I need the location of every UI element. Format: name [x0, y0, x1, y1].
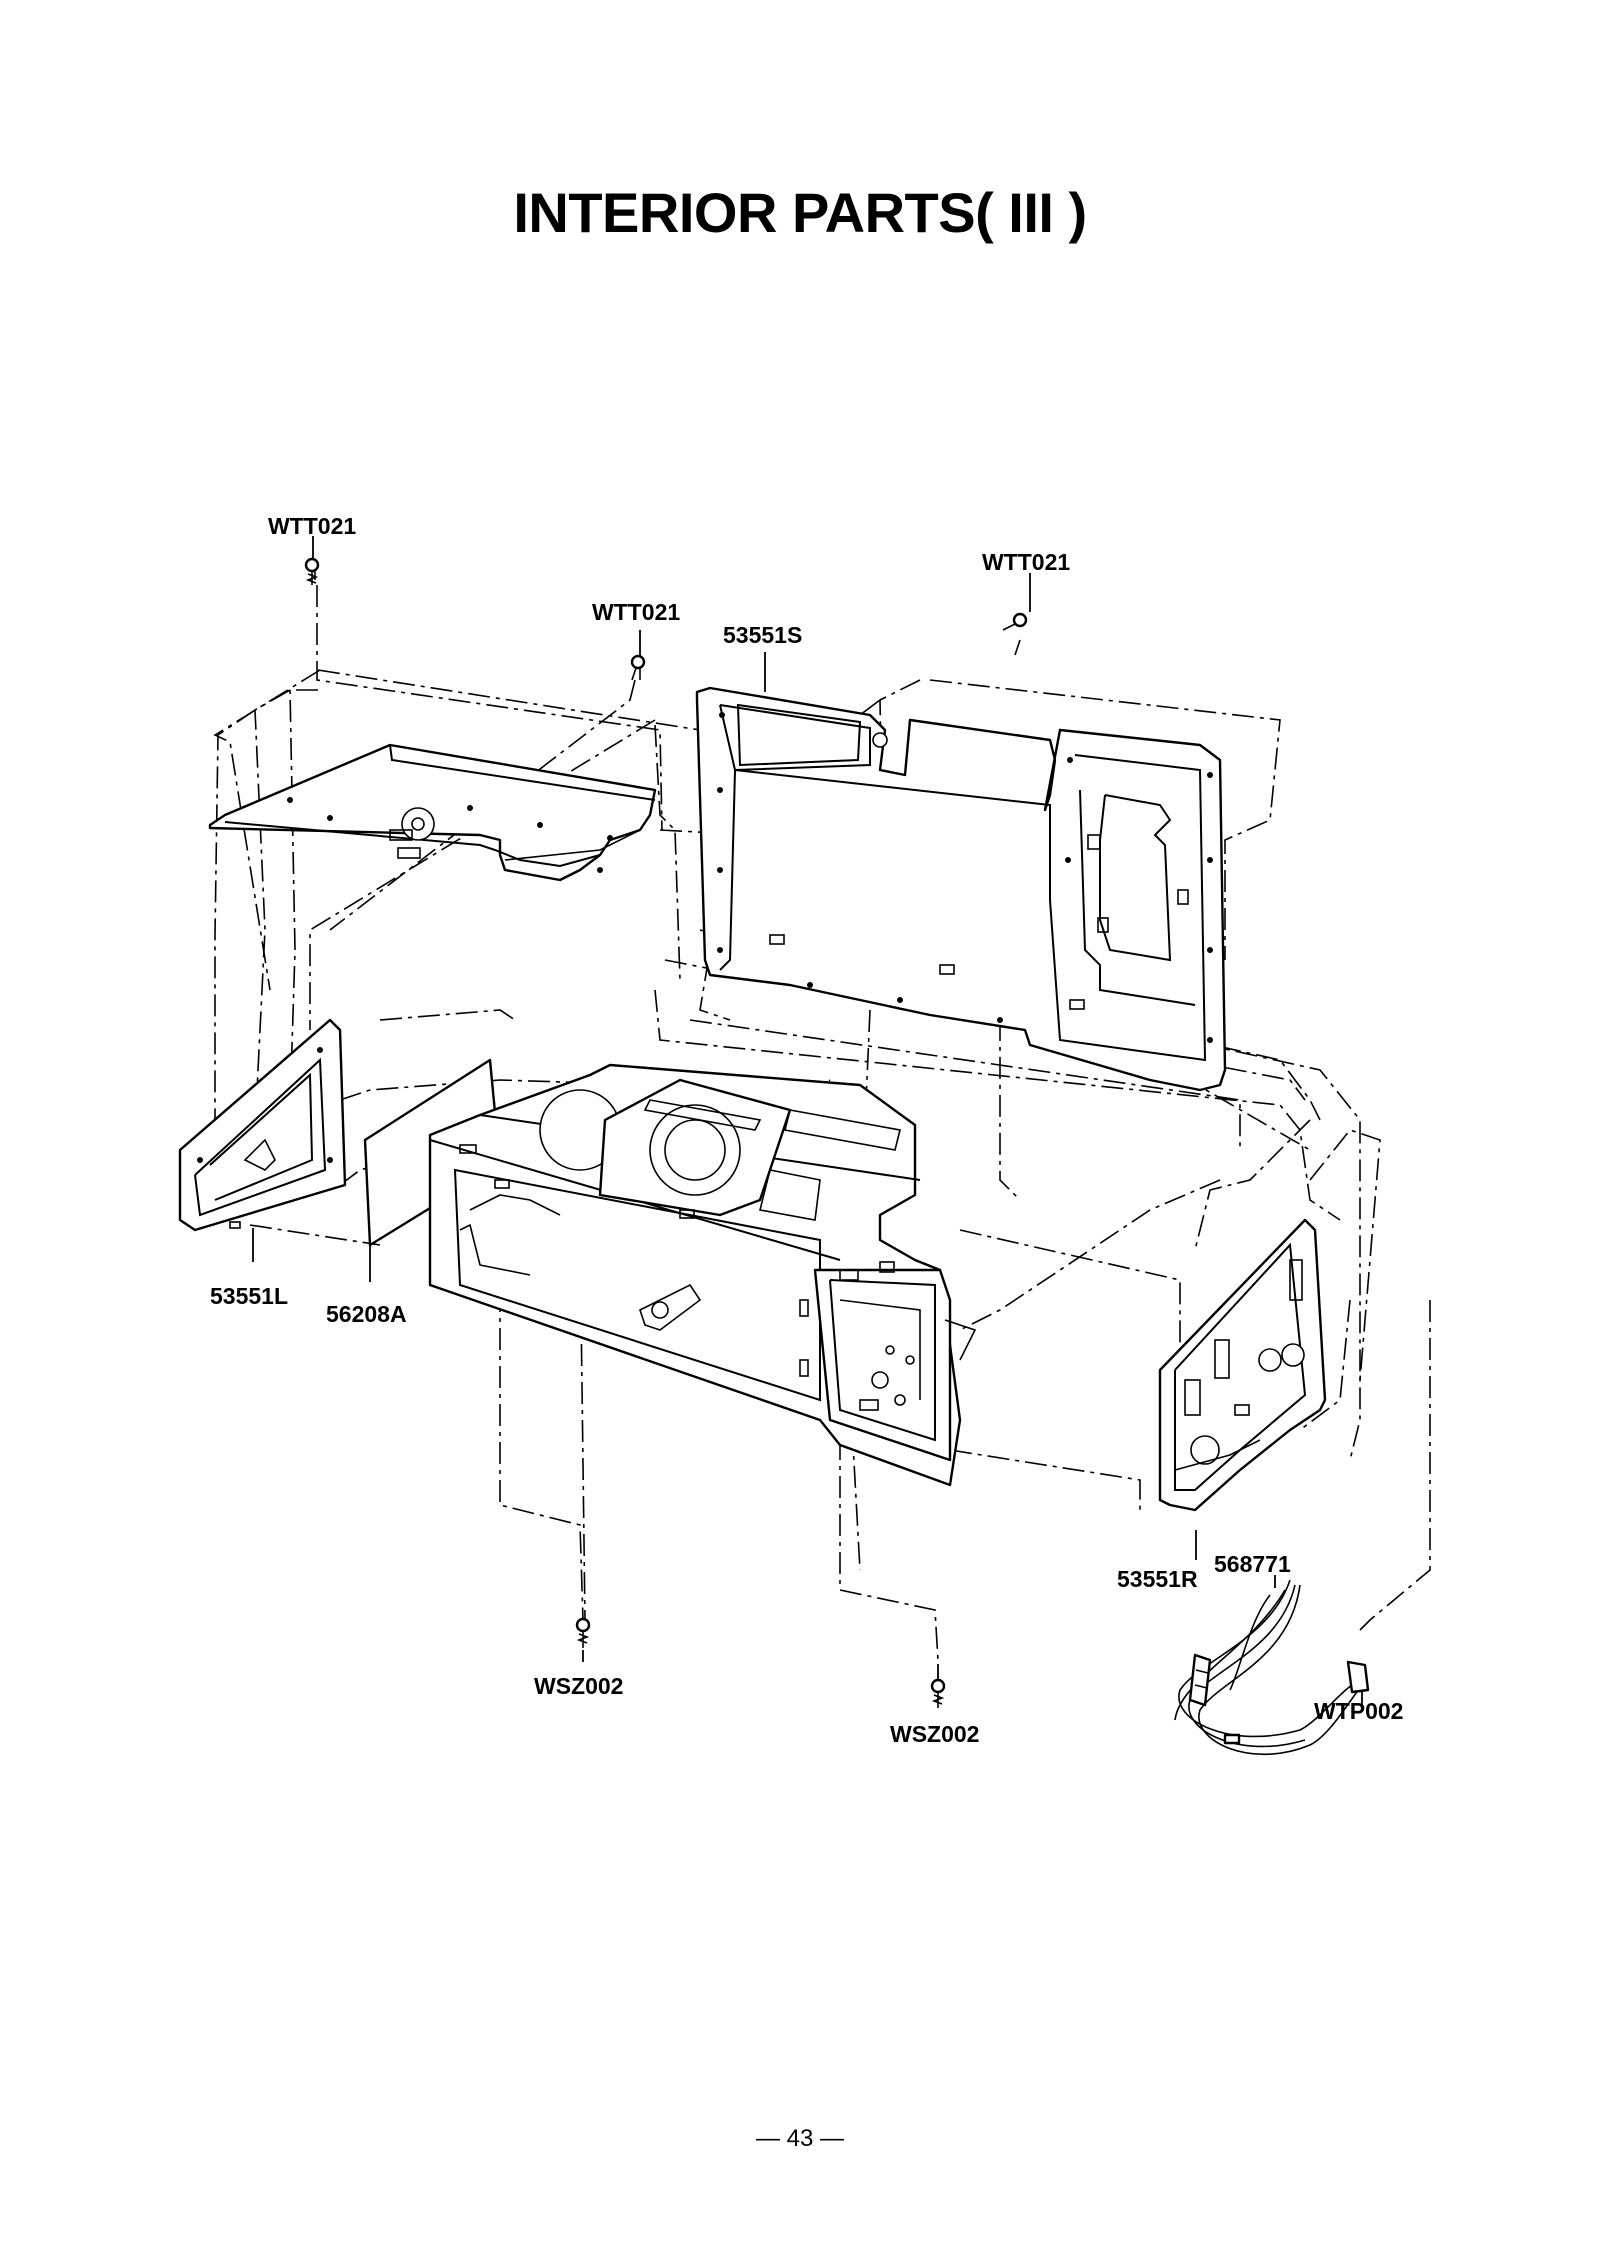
label-wtt021-left: WTT021: [268, 513, 357, 539]
label-wsz002-right: WSZ002: [890, 1721, 980, 1747]
screw-wsz002-right-icon: [930, 1678, 946, 1708]
label-568771: 568771: [1214, 1551, 1291, 1577]
main-cavity: [428, 1063, 977, 1487]
right-side-cover: [1158, 1218, 1327, 1512]
label-wtt021-right: WTT021: [982, 549, 1071, 575]
leader-lines: [252, 536, 1363, 1712]
top-plate: [208, 743, 657, 882]
screw-wsz002-left-icon: [575, 1617, 591, 1648]
wire-harness-icon: [1174, 1579, 1370, 1755]
left-side-cover: [178, 1018, 347, 1232]
label-53551s: 53551S: [723, 622, 803, 648]
page-title: INTERIOR PARTS( III ): [513, 181, 1087, 244]
page-number: — 43 —: [755, 2125, 845, 2152]
label-53551l: 53551L: [210, 1283, 289, 1309]
screw-wtt021-right-icon: [1002, 612, 1028, 631]
screw-wtt021-left-icon: [304, 557, 320, 585]
back-cover: [695, 686, 1227, 1092]
label-56208a: 56208A: [326, 1301, 407, 1327]
label-wtt021-mid: WTT021: [592, 599, 681, 625]
screw-wtt021-mid-icon: [630, 654, 646, 681]
label-wtp002: WTP002: [1314, 1698, 1404, 1724]
label-53551r: 53551R: [1117, 1566, 1198, 1592]
label-wsz002-left: WSZ002: [534, 1673, 624, 1699]
